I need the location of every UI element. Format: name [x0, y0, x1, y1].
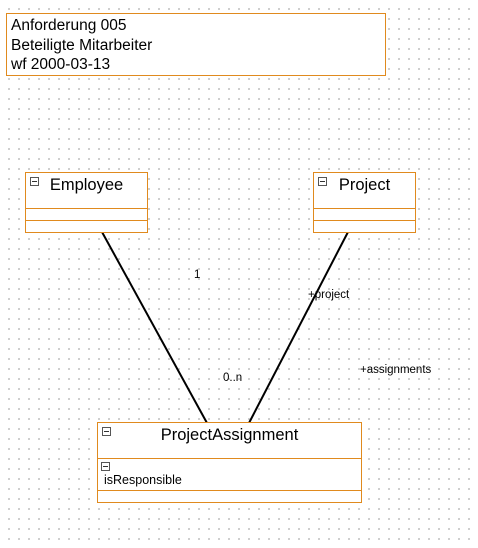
class-projectassignment[interactable]: ProjectAssignment isResponsible — [97, 422, 362, 503]
note-line-author-date: wf 2000-03-13 — [11, 56, 111, 73]
class-project-operations — [314, 221, 415, 232]
collapse-toggle-icon[interactable] — [101, 462, 110, 471]
class-projectassignment-attributes: isResponsible — [98, 459, 361, 491]
multiplicity-employee-end: 1 — [194, 269, 201, 281]
note-line-title: Beteiligte Mitarbeiter — [11, 36, 153, 54]
class-employee-header: Employee — [26, 173, 147, 209]
class-project[interactable]: Project — [313, 172, 416, 233]
note-line-requirement: Anforderung 005 — [11, 17, 127, 34]
role-project: +project — [308, 289, 350, 301]
diagram-note[interactable]: Anforderung 005 Beteiligte Mitarbeiter w… — [6, 13, 386, 76]
class-employee-attributes — [26, 209, 147, 221]
class-projectassignment-operations — [98, 491, 361, 502]
collapse-toggle-icon[interactable] — [102, 427, 111, 436]
class-project-attributes — [314, 209, 415, 221]
multiplicity-assignment-end: 0..n — [223, 372, 243, 384]
class-employee[interactable]: Employee — [25, 172, 148, 233]
collapse-toggle-icon[interactable] — [30, 177, 39, 186]
association-project-projectassignment[interactable] — [248, 231, 349, 424]
class-project-name: Project — [338, 176, 391, 194]
class-project-header: Project — [314, 173, 415, 209]
attribute-isresponsible[interactable]: isResponsible — [104, 473, 182, 487]
role-assignments: +assignments — [360, 364, 432, 376]
collapse-toggle-icon[interactable] — [318, 177, 327, 186]
class-projectassignment-header: ProjectAssignment — [98, 423, 361, 459]
class-employee-operations — [26, 221, 147, 232]
association-employee-projectassignment[interactable] — [101, 231, 208, 424]
class-employee-name: Employee — [49, 176, 124, 194]
class-projectassignment-name: ProjectAssignment — [160, 426, 299, 444]
